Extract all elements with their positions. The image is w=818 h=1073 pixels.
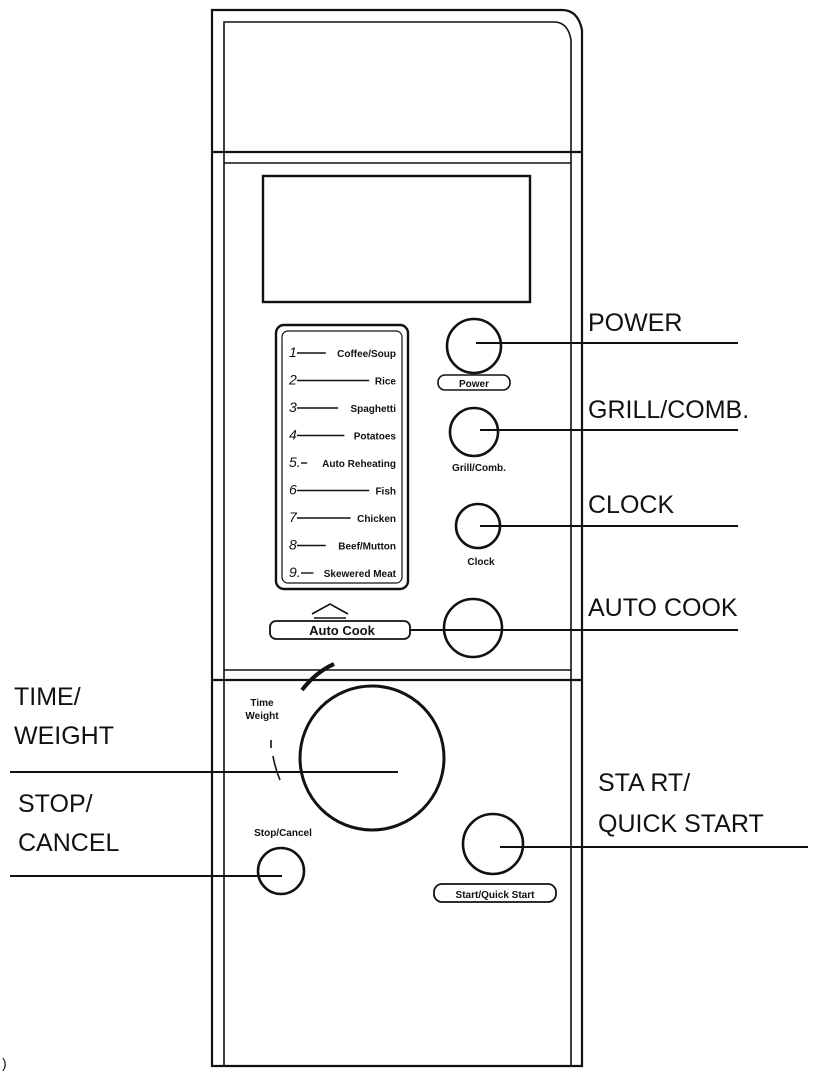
time-weight-callout-line2: WEIGHT (14, 722, 114, 750)
auto-cook-panel-label: Auto Cook (309, 623, 375, 638)
clock-callout: CLOCK (588, 491, 674, 519)
stop-cancel-panel-label: Stop/Cancel (254, 828, 312, 839)
time-weight-callout-line1: TIME/ (14, 683, 81, 711)
power-label-bar (437, 374, 511, 391)
auto-cook-menu-label: Spaghetti (350, 404, 396, 415)
power-button[interactable] (445, 317, 503, 375)
stop-cancel-button[interactable] (256, 846, 306, 896)
dial-arc-mark-lower (270, 740, 281, 781)
display-window (261, 174, 532, 304)
auto-cook-menu-label: Rice (375, 377, 397, 388)
auto-cook-menu-number: 4 (289, 427, 297, 443)
start-callout-line1: STA RT/ (598, 769, 690, 797)
auto-cook-menu-label: Coffee/Soup (337, 349, 396, 360)
auto-cook-menu-number: 2 (288, 372, 297, 388)
time-weight-dial[interactable] (298, 684, 446, 832)
time-weight-panel-label-2: Weight (245, 711, 279, 722)
start-quick-start-button[interactable] (461, 812, 525, 876)
power-panel-label: Power (459, 379, 489, 390)
auto-cook-menu-label: Chicken (357, 514, 396, 525)
power-callout: POWER (588, 309, 682, 337)
stop-cancel-callout-line1: STOP/ (18, 790, 93, 818)
auto-cook-menu-label: Fish (375, 487, 396, 498)
auto-cook-menu-number: 9. (289, 564, 301, 580)
auto-cook-button[interactable] (442, 597, 504, 659)
start-callout-line2: QUICK START (598, 810, 764, 838)
auto-cook-menu-label: Auto Reheating (322, 459, 396, 470)
auto-cook-menu-label: Beef/Mutton (338, 542, 396, 553)
auto-cook-menu-number: 5. (289, 454, 301, 470)
auto-cook-menu-panel (274, 323, 410, 591)
panel-outline (210, 8, 584, 1068)
auto-cook-menu-number: 1 (289, 344, 297, 360)
grill-comb-button[interactable] (448, 406, 500, 458)
up-arrow-icon (311, 603, 349, 619)
auto-cook-menu-number: 6 (289, 482, 297, 498)
auto-cook-menu-number: 7 (289, 509, 298, 525)
dial-arc-mark (300, 662, 335, 692)
auto-cook-menu-label: Potatoes (354, 432, 397, 443)
stop-cancel-callout-line2: CANCEL (18, 829, 120, 857)
auto-cook-menu-list: 1 Coffee/Soup 2 Rice 3 Spaghetti 4 Potatoes 5. Au… (288, 344, 397, 580)
corner-mark: ) (2, 1055, 7, 1071)
grill-comb-panel-label: Grill/Comb. (452, 463, 506, 474)
auto-cook-callout: AUTO COOK (588, 594, 738, 622)
clock-panel-label: Clock (467, 557, 495, 568)
auto-cook-menu-label: Skewered Meat (324, 569, 397, 580)
start-panel-label: Start/Quick Start (456, 890, 536, 901)
auto-cook-menu-number: 3 (289, 399, 297, 415)
auto-cook-menu-number: 8 (289, 537, 297, 553)
grill-comb-callout: GRILL/COMB. (588, 396, 749, 424)
time-weight-panel-label-1: Time (250, 698, 274, 709)
start-label-bar (433, 883, 557, 903)
